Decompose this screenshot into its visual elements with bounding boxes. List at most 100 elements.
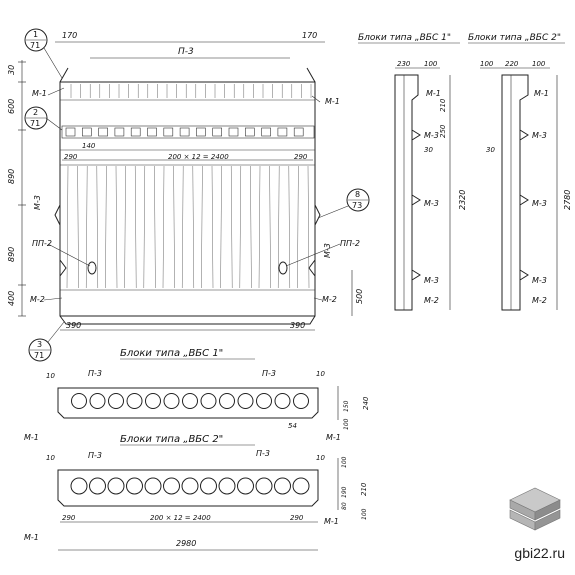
opening xyxy=(65,127,76,137)
hatch-line xyxy=(96,165,99,289)
hollow-core xyxy=(145,393,161,409)
hollow-core xyxy=(200,393,217,409)
hatch-line xyxy=(258,165,261,289)
dim-54: 54 xyxy=(288,422,297,430)
dim-200x12-plan: 200 × 12 = 2400 xyxy=(150,514,211,522)
dim-100-vbs1: 100 xyxy=(424,60,438,68)
callout-3-number: 3 xyxy=(37,340,42,349)
dim-400: 400 xyxy=(7,291,16,306)
dim-30-vbs2: 30 xyxy=(486,146,495,154)
hollow-core xyxy=(108,393,124,409)
hollow-core xyxy=(237,477,254,495)
hollow-core xyxy=(255,477,273,495)
callout-1-number: 1 xyxy=(33,30,38,39)
dim-30-vbs1: 30 xyxy=(424,146,433,154)
label-p3-top: П-3 xyxy=(178,47,194,57)
label-m1-vbs2-plan-left: М-1 xyxy=(24,533,39,542)
label-p3-vbs1-right: П-3 xyxy=(262,369,276,378)
title-vbs1-plan: Блоки типа „ВБС 1" xyxy=(120,348,223,359)
hatch-line xyxy=(239,165,242,289)
callout-2: 2 71 xyxy=(24,106,63,131)
label-m2-vbs1: М-2 xyxy=(424,296,439,305)
openings-row xyxy=(65,127,304,137)
hollow-core xyxy=(126,393,143,409)
opening xyxy=(163,127,174,137)
opening xyxy=(147,127,157,137)
plan-vbs2: Блоки типа „ВБС 2" П-3 П-3 10 10 М-1 М-1… xyxy=(24,434,368,551)
label-m3-vbs1-a: М-3 xyxy=(424,131,439,140)
dim-100-vbs2-plan-bottom: 100 xyxy=(361,508,368,520)
label-m3-vbs2-c: М-3 xyxy=(532,276,547,285)
plan-vbs2-holes xyxy=(70,477,310,495)
plan-vbs1: Блоки типа „ВБС 1" П-3 П-3 10 10 54 М-1 … xyxy=(24,348,370,442)
hatch-line xyxy=(230,165,233,289)
front-hatching xyxy=(66,84,312,289)
hollow-core xyxy=(200,477,217,495)
callout-3: 3 71 xyxy=(28,321,65,362)
callout-2-number: 2 xyxy=(33,108,38,117)
opening xyxy=(130,127,141,137)
hollow-core xyxy=(256,393,272,409)
hatch-line xyxy=(269,165,271,289)
lifting-loop-left xyxy=(87,261,97,275)
cube-logo xyxy=(509,487,561,531)
hatch-line xyxy=(162,165,165,289)
lifting-loop-right xyxy=(278,261,288,275)
dim-290-right: 290 xyxy=(294,153,308,161)
label-m1-right: М-1 xyxy=(325,97,340,106)
dim-30-left: 30 xyxy=(7,65,16,75)
dim-190: 190 xyxy=(341,486,348,498)
dim-250-vbs1: 250 xyxy=(439,124,447,138)
dim-240-vbs1: 240 xyxy=(362,396,370,410)
hollow-core xyxy=(71,393,87,409)
hollow-core xyxy=(89,477,106,495)
hatch-line xyxy=(115,165,118,289)
dim-2780: 2780 xyxy=(563,190,572,210)
dim-390-left: 390 xyxy=(66,321,81,330)
dim-140: 140 xyxy=(82,142,96,150)
hatch-line xyxy=(105,165,107,289)
dim-80: 80 xyxy=(341,502,348,510)
dim-10-vbs2-right: 10 xyxy=(316,454,325,462)
opening xyxy=(228,127,239,137)
callout-8-number: 8 xyxy=(355,190,360,199)
opening xyxy=(293,127,304,137)
callout-8-sheet: 73 xyxy=(352,201,362,210)
hollow-core xyxy=(274,393,291,409)
title-vbs2-side: Блоки типа „ВБС 2" xyxy=(468,33,561,43)
dim-290-vbs2-left: 290 xyxy=(62,514,76,522)
dim-10-vbs2-left: 10 xyxy=(46,454,55,462)
hollow-core xyxy=(274,477,291,495)
hollow-core xyxy=(70,477,88,495)
hatch-line xyxy=(134,165,137,289)
dim-210-vbs1: 210 xyxy=(439,98,447,112)
dim-100-vbs2-left: 100 xyxy=(480,60,494,68)
front-labels: М-1 М-1 М-3 М-3 ПП-2 ПП-2 М-2 М-2 xyxy=(30,87,360,304)
label-pp2-right: ПП-2 xyxy=(340,239,360,248)
label-m1-vbs1-plan-left: М-1 xyxy=(24,433,39,442)
hatch-line xyxy=(124,165,126,289)
hollow-core xyxy=(182,393,198,409)
dim-100-vbs1-plan: 100 xyxy=(343,418,350,430)
watermark-text: gbi22.ru xyxy=(514,545,565,561)
dim-890-top: 890 xyxy=(7,169,16,184)
opening xyxy=(196,127,206,137)
label-m3-vbs1-c: М-3 xyxy=(424,276,439,285)
hatch-line xyxy=(66,165,69,289)
dim-390-right: 390 xyxy=(290,321,305,330)
dim-100-vbs2-right: 100 xyxy=(532,60,546,68)
dim-170-left: 170 xyxy=(62,31,77,40)
label-m3-vbs1-b: М-3 xyxy=(424,199,439,208)
hollow-core xyxy=(126,477,143,495)
opening xyxy=(212,127,222,137)
dim-170-right: 170 xyxy=(302,31,317,40)
hollow-core xyxy=(218,477,236,495)
opening xyxy=(277,127,288,137)
dim-290-vbs2-right: 290 xyxy=(290,514,304,522)
callout-3-sheet: 71 xyxy=(34,351,44,360)
hatch-line xyxy=(77,165,79,289)
hatch-line xyxy=(173,165,175,289)
hollow-core xyxy=(181,477,199,495)
hatch-line xyxy=(85,165,88,289)
